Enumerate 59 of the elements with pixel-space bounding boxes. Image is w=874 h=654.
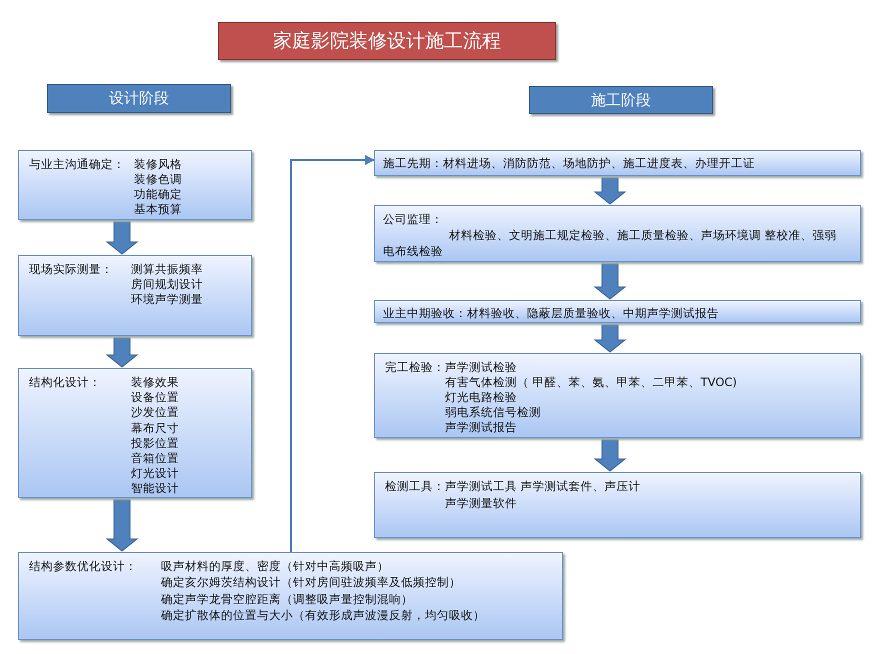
- step-heading: 结构化设计：: [29, 375, 101, 390]
- step-heading: 检测工具：: [385, 479, 445, 494]
- title-banner: [218, 22, 556, 60]
- process-box: [374, 353, 861, 438]
- process-box: [18, 552, 563, 640]
- process-box: [18, 150, 252, 220]
- list-item: 声学测试检验: [445, 360, 517, 375]
- process-box: [374, 205, 861, 262]
- list-item: 吸声材料的厚度、密度（针对中高频吸声）: [161, 559, 389, 574]
- step-text: 施工先期：材料进场、消防防范、场地防护、施工进度表、办理开工证: [383, 156, 755, 171]
- block-arrow: [594, 178, 626, 205]
- list-item: 基本预算: [134, 202, 182, 217]
- process-box: [18, 255, 252, 336]
- title-text: 家庭影院装修设计施工流程: [273, 29, 501, 54]
- step-text: 业主中期验收：材料验收、隐蔽层质量验收、中期声学测试报告: [383, 306, 719, 321]
- step-detail: 材料检验、文明施工规定检验、施工质量检验、声场环境调 整校准、强弱电布线检验: [383, 227, 838, 259]
- list-item: 确定亥尔姆茨结构设计（针对房间驻波频率及低频控制）: [161, 575, 461, 590]
- list-item: 环境声学测量: [131, 292, 203, 307]
- list-item: 测算共振频率: [131, 262, 203, 277]
- step-heading: 结构参数优化设计：: [29, 559, 137, 574]
- block-arrow: [594, 264, 626, 300]
- list-item: 灯光设计: [131, 466, 179, 482]
- list-item: 声学测试工具 声学测试套件、声压计: [445, 479, 641, 494]
- process-box: [18, 368, 252, 498]
- list-item: 确定扩散体的位置与大小（有效形成声波漫反射，均匀吸收）: [161, 608, 485, 623]
- list-item: 沙发位置: [131, 405, 179, 420]
- list-item: 装修效果: [131, 375, 179, 390]
- list-item: 音箱位置: [131, 451, 179, 466]
- process-box: [374, 300, 861, 323]
- list-item: 装修风格: [134, 157, 182, 172]
- list-item: 智能设计: [131, 481, 179, 496]
- stage-header: [47, 84, 231, 113]
- list-item: 幕布尺寸: [131, 420, 179, 436]
- list-item: 有害气体检测（ 甲醛、苯、氨、甲苯、二甲苯、TVOC): [445, 375, 737, 390]
- step-heading: 与业主沟通确定：: [29, 157, 125, 172]
- process-box: [374, 472, 861, 538]
- list-item: 设备位置: [131, 390, 179, 406]
- block-arrow: [594, 440, 626, 472]
- step-heading: 完工检验：: [385, 360, 445, 375]
- list-item: 弱电系统信号检测: [445, 405, 541, 420]
- list-item: 灯光电路检验: [445, 390, 517, 405]
- step-heading: 现场实际测量：: [29, 262, 113, 277]
- list-item: 投影位置: [131, 436, 179, 451]
- stage-header: [529, 86, 713, 114]
- list-item: 声学测试报告: [445, 420, 517, 435]
- block-arrow: [106, 500, 138, 552]
- list-item: 功能确定: [134, 187, 182, 202]
- header-text: 施工阶段: [591, 90, 651, 110]
- list-item: 确定声学龙骨空腔距离（调整吸声量控制混响）: [161, 592, 413, 607]
- list-item: 装修色调: [134, 172, 182, 187]
- block-arrow: [106, 338, 138, 368]
- process-box: [374, 150, 861, 176]
- block-arrow: [106, 222, 138, 255]
- list-item: 房间规划设计: [131, 277, 203, 292]
- arrow: [290, 155, 375, 552]
- list-item: 声学测量软件: [445, 496, 517, 511]
- step-heading: 公司监理：: [383, 212, 443, 227]
- header-text: 设计阶段: [109, 89, 169, 108]
- block-arrow: [594, 324, 626, 353]
